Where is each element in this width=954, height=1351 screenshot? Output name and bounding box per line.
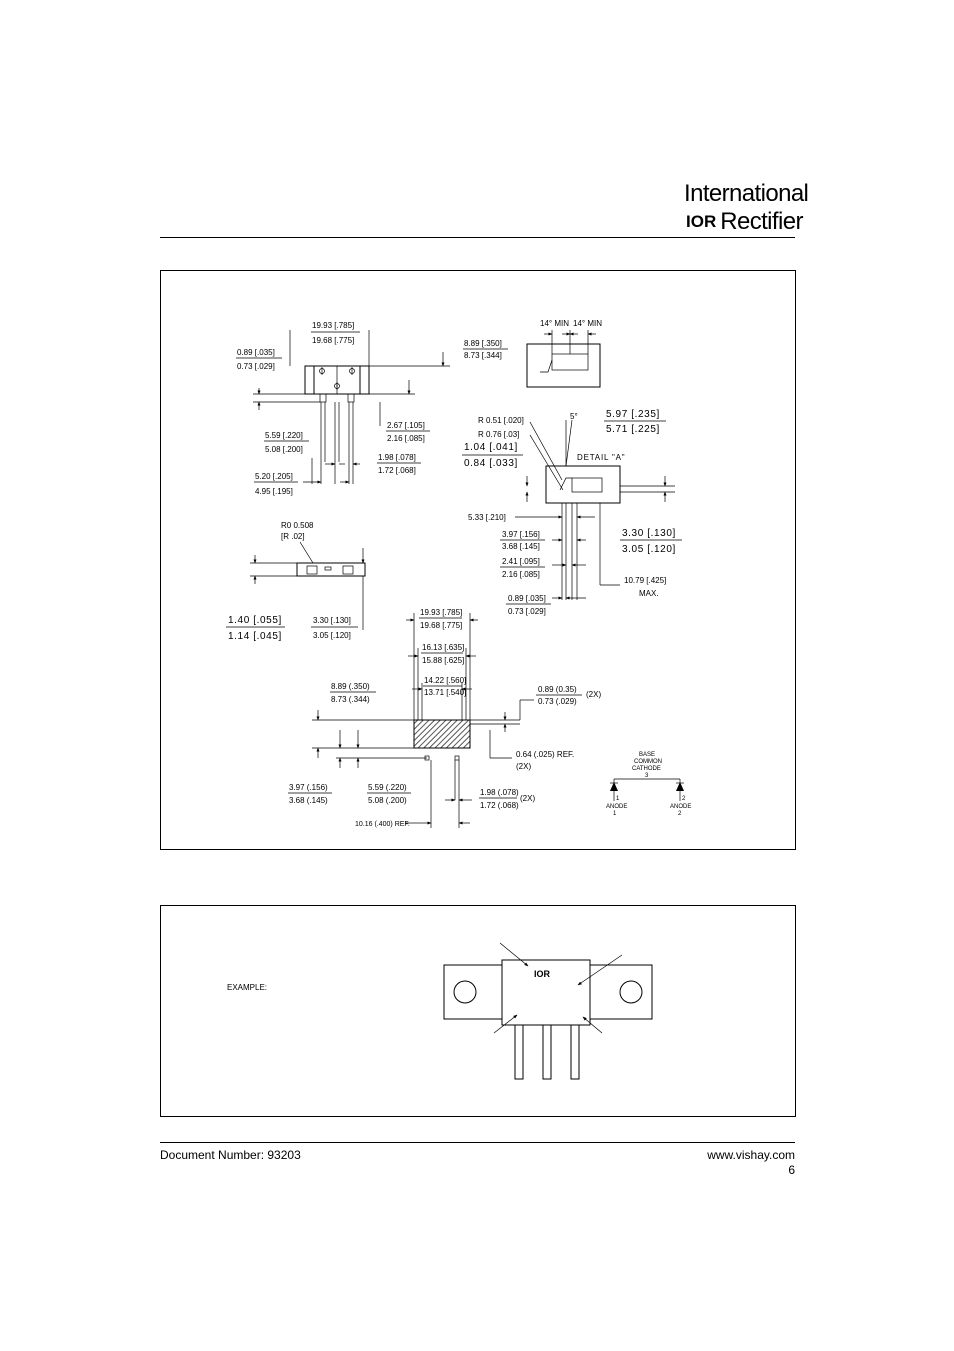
dim-label: 3.68 (.145) — [289, 796, 328, 805]
dim-label: 0.73 [.029] — [508, 607, 546, 616]
dim-label: MAX. — [639, 589, 659, 598]
dim-label: 1.40 [.055] — [228, 615, 282, 626]
side-view-right: R 0.51 [.020] R 0.76 [.03] 5° 5.97 [.235… — [462, 409, 682, 616]
dim-label: (2X) — [520, 794, 535, 803]
dim-label: 5.97 [.235] — [606, 409, 660, 420]
dim-label: 2.16 [.085] — [387, 434, 425, 443]
dim-label: 5.08 (.200) — [368, 796, 407, 805]
dim-label: 1.98 (.078) — [480, 788, 519, 797]
brand-name-line1: International — [684, 180, 809, 207]
example-label: EXAMPLE: — [227, 983, 267, 992]
schematic-label: 1 — [613, 811, 617, 817]
dim-label: [R .02] — [281, 532, 305, 541]
schematic-label: 1 — [616, 796, 620, 802]
dim-label: 14° MIN — [573, 319, 602, 328]
schematic-label: CATHODE — [632, 766, 661, 772]
dim-label: 2.41 [.095] — [502, 557, 540, 566]
marking-example: EXAMPLE: IOR — [227, 942, 653, 1080]
dim-label: 10.79 [.425] — [624, 576, 666, 585]
dim-label: 14° MIN — [540, 319, 569, 328]
dim-label: 5.71 [.225] — [606, 424, 660, 435]
dim-label: 14.22 [.560] — [424, 676, 466, 685]
dim-label: 0.64 (.025) REF. — [516, 750, 574, 759]
dim-label: 3.30 [.130] — [313, 616, 351, 625]
dim-label: 3.05 [.120] — [313, 631, 351, 640]
dim-label: 5° — [570, 412, 578, 421]
page-number: 6 — [788, 1163, 795, 1177]
header-rule — [160, 237, 795, 238]
website-link[interactable]: www.vishay.com — [707, 1148, 795, 1162]
dim-label: 10.16 (.400) REF. — [355, 821, 410, 828]
schematic-label: BASE — [639, 752, 655, 758]
dim-label: 13.71 [.540] — [424, 688, 466, 697]
marking-ior-logo: IOR — [534, 969, 551, 979]
ior-logo-mark: IOR — [686, 212, 717, 231]
schematic-label: ANODE — [670, 804, 691, 810]
dim-label: 1.14 [.045] — [228, 631, 282, 642]
footer-rule — [160, 1142, 795, 1143]
dim-label: 19.93 [.785] — [420, 608, 462, 617]
dim-label: 8.89 (.350) — [331, 682, 370, 691]
dim-label: 4.95 [.195] — [255, 487, 293, 496]
dim-label: 5.20 [.205] — [255, 472, 293, 481]
footer-right: www.vishay.com 6 — [707, 1148, 795, 1178]
pinout-schematic: BASE COMMON CATHODE 3 1 2 ANODE 1 ANODE … — [606, 752, 691, 817]
schematic-label: 2 — [682, 796, 686, 802]
dim-label: 5.59 [.220] — [265, 431, 303, 440]
dim-label: 5.33 [.210] — [468, 513, 506, 522]
schematic-label: COMMON — [634, 759, 662, 765]
dim-label: 0.89 (0.35) — [538, 685, 577, 694]
dim-label: 5.59 (.220) — [368, 783, 407, 792]
schematic-label: 3 — [645, 773, 649, 779]
dim-label: 19.68 [.775] — [312, 336, 354, 345]
dim-label: 0.73 (.029) — [538, 697, 577, 706]
dim-label: 19.93 [.785] — [312, 321, 354, 330]
dim-label: (2X) — [586, 690, 601, 699]
dim-label: 8.73 (.344) — [331, 695, 370, 704]
dim-label: 1.72 [.068] — [378, 466, 416, 475]
schematic-label: ANODE — [606, 804, 627, 810]
dim-label: 5.08 [.200] — [265, 445, 303, 454]
detail-angle-view: 14° MIN 14° MIN — [526, 319, 602, 388]
document-number: Document Number: 93203 — [160, 1148, 301, 1162]
dim-label: 1.04 [.041] — [464, 442, 518, 453]
dim-label: 8.89 [.350] — [464, 339, 502, 348]
top-view: 19.93 [.785] 19.68 [.775] 8.89 [.350] 8.… — [236, 321, 508, 496]
dim-label: (2X) — [516, 762, 531, 771]
side-view-small: R0 0.508 [R .02] 1.40 [.055] 1.14 [.045]… — [226, 521, 366, 642]
schematic-label: 2 — [678, 811, 682, 817]
dim-label: 15.88 [.625] — [422, 656, 464, 665]
dim-label: 3.68 [.145] — [502, 542, 540, 551]
brand-rectifier-text: Rectifier — [720, 208, 803, 235]
dim-label: 0.73 [.029] — [237, 362, 275, 371]
dim-label: 0.89 [.035] — [508, 594, 546, 603]
dim-label: R0 0.508 — [281, 521, 314, 530]
dim-label: 2.67 [.105] — [387, 421, 425, 430]
dim-label: 0.89 [.035] — [237, 348, 275, 357]
dim-label: 19.68 [.775] — [420, 621, 462, 630]
dim-label: 1.72 (.068) — [480, 801, 519, 810]
dim-label: 2.16 [.085] — [502, 570, 540, 579]
detail-label: DETAIL "A" — [577, 453, 625, 462]
dim-label: 1.98 [.078] — [378, 453, 416, 462]
dim-label: R 0.51 [.020] — [478, 416, 524, 425]
bottom-view: 19.93 [.785] 19.68 [.775] 16.13 [.635] 1… — [288, 608, 601, 828]
dim-label: R 0.76 [.03] — [478, 430, 519, 439]
dim-label: 8.73 [.344] — [464, 351, 502, 360]
dim-label: 3.97 (.156) — [289, 783, 328, 792]
marking-frame — [160, 905, 796, 1117]
dim-label: 3.30 [.130] — [622, 528, 676, 539]
dim-label: 0.84 [.033] — [464, 458, 518, 469]
dim-label: 3.97 [.156] — [502, 530, 540, 539]
outline-drawing-frame — [160, 270, 796, 850]
dim-label: 16.13 [.635] — [422, 643, 464, 652]
dim-label: 3.05 [.120] — [622, 544, 676, 555]
